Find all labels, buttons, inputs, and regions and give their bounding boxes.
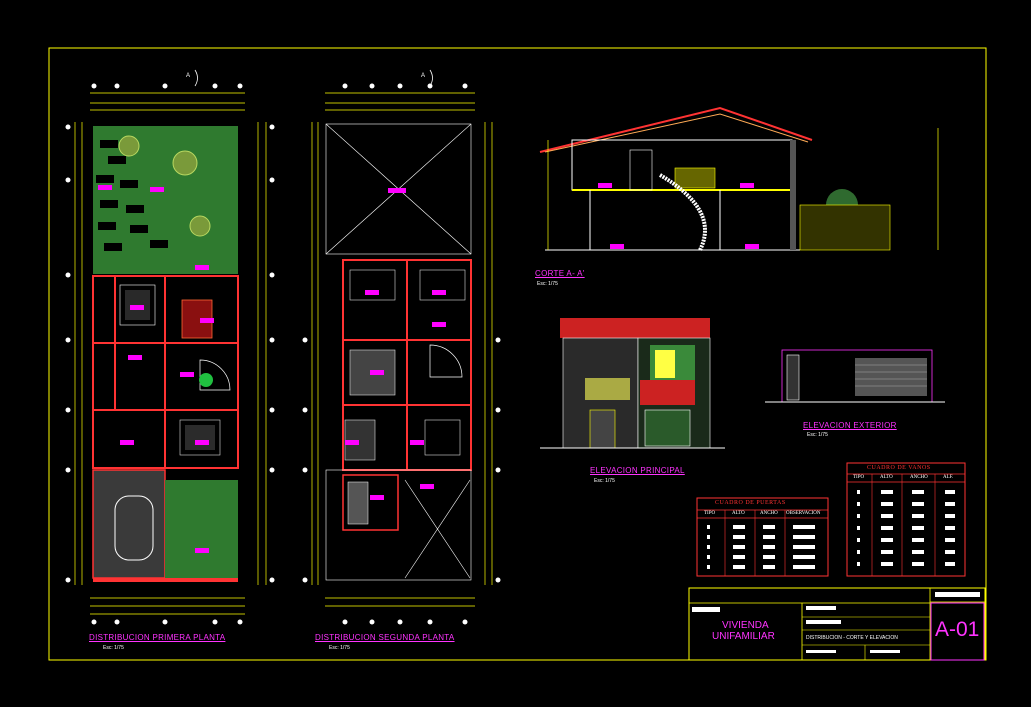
scale-section-a: Esc: 1/75: [537, 281, 558, 287]
table-vanos-header: ANCHO: [910, 475, 928, 480]
elevation-main: [540, 318, 725, 449]
plan-first-floor: [65, 83, 275, 625]
label-plan-first-floor: DISTRIBUCION PRIMERA PLANTA: [89, 633, 226, 642]
plan-second-floor: [302, 83, 501, 625]
section-a-a: [539, 106, 939, 251]
table-puertas-header: TIPO: [704, 511, 716, 516]
project-name-line2: UNIFAMILIAR: [712, 631, 775, 642]
section-mark-right: A: [421, 73, 426, 79]
table-vanos-header: ALF.: [943, 475, 954, 480]
table-vanos-title: CUADRO DE VANOS: [867, 465, 931, 471]
title-block: [688, 587, 986, 661]
table-vanos-header: TIPO: [853, 475, 865, 480]
scale-elevation-exterior: Esc: 1/75: [807, 432, 828, 438]
sheet-number: A-01: [935, 618, 980, 641]
section-mark-icon: [194, 69, 433, 87]
scale-plan-first-floor: Esc: 1/75: [103, 645, 124, 651]
sheet-border: [48, 47, 987, 661]
sheet-content: DISTRIBUCION - CORTE Y ELEVACION: [806, 635, 898, 641]
label-section-a: CORTE A- A': [535, 269, 585, 278]
label-plan-second-floor: DISTRIBUCION SEGUNDA PLANTA: [315, 633, 455, 642]
table-vanos: [846, 462, 966, 577]
table-puertas-header: ALTO: [732, 511, 745, 516]
table-puertas: [696, 497, 829, 577]
label-elevation-exterior: ELEVACION EXTERIOR: [803, 421, 897, 430]
table-puertas-title: CUADRO DE PUERTAS: [715, 500, 786, 506]
table-puertas-header: OBSERVACION: [786, 511, 821, 516]
scale-elevation-main: Esc: 1/75: [594, 478, 615, 484]
elevation-exterior: [765, 349, 945, 403]
table-vanos-header: ALTO: [880, 475, 893, 480]
label-elevation-main: ELEVACION PRINCIPAL: [590, 466, 685, 475]
section-mark-left: A: [186, 73, 191, 79]
scale-plan-second-floor: Esc: 1/75: [329, 645, 350, 651]
project-name-line1: VIVIENDA: [722, 620, 769, 631]
table-puertas-header: ANCHO: [760, 511, 778, 516]
